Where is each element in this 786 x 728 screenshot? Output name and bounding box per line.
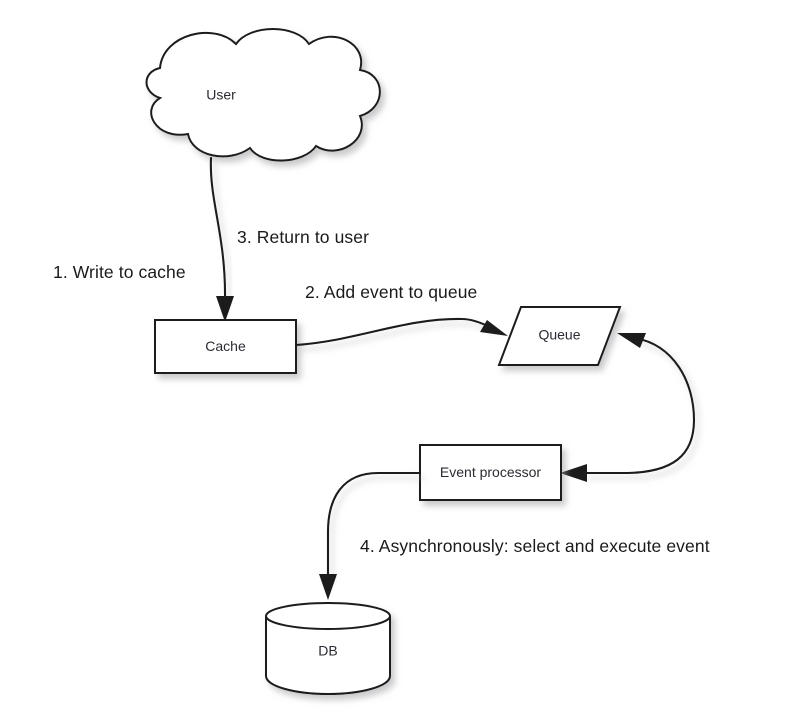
edge-event-processor-to-db [319,471,422,600]
node-queue[interactable]: Queue [497,306,622,366]
node-label-cache: Cache [205,338,246,354]
node-event-processor[interactable]: Event processor [419,444,562,501]
node-user[interactable]: User [145,28,381,162]
node-cache[interactable]: Cache [154,319,297,374]
step-label-1: 1. Write to cache [53,262,186,282]
node-label-queue: Queue [538,327,580,343]
node-db[interactable]: DB [265,602,391,696]
node-label-user: User [206,87,236,103]
edge-user-to-cache [209,156,234,322]
step-label-3: 3. Return to user [237,227,369,247]
node-label-db: DB [318,643,337,659]
edge-cache-to-queue [294,317,508,347]
step-label-4: 4. Asynchronously: select and execute ev… [360,536,710,556]
edge-queue-event-processor [560,333,696,482]
node-label-event-processor: Event processor [440,464,541,480]
step-label-2: 2. Add event to queue [305,282,477,302]
